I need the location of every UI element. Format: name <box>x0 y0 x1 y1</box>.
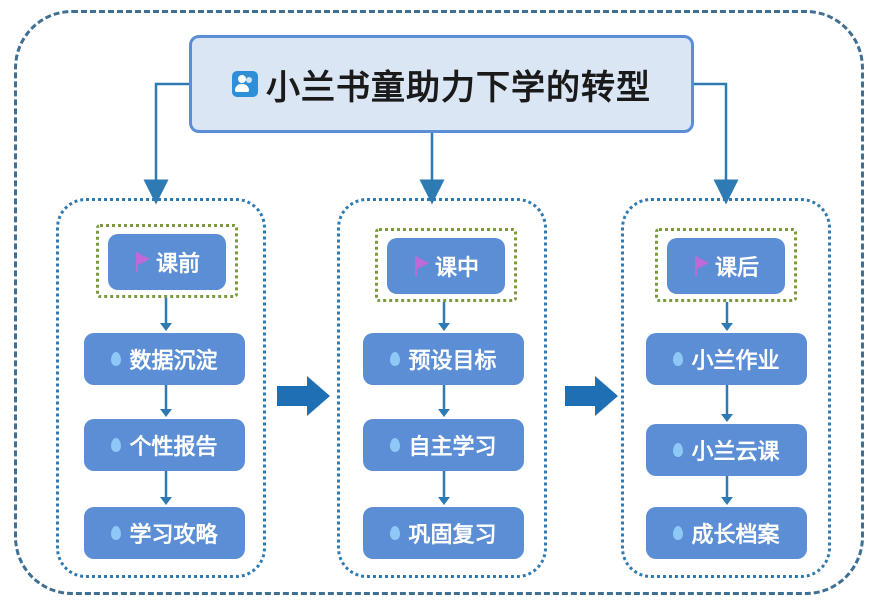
big-arrow-middle-to-right <box>565 376 618 416</box>
item-data-accumulation: 数据沉淀 <box>84 333 245 385</box>
head-frame-before <box>96 224 238 298</box>
item-label: 个性报告 <box>129 435 218 460</box>
item-label: 小兰作业 <box>691 349 780 374</box>
user-group-icon <box>232 71 258 97</box>
drop-icon <box>390 526 401 540</box>
flag-icon <box>134 252 150 272</box>
item-homework: 小兰作业 <box>646 333 807 385</box>
outer-dashed-border <box>14 10 864 595</box>
drop-icon <box>673 352 684 366</box>
drop-icon <box>111 352 122 366</box>
drop-icon <box>111 526 122 540</box>
connector-title-to-left <box>143 82 189 205</box>
item-study-guide: 学习攻略 <box>84 507 245 559</box>
inner-connector-arrowhead <box>721 497 733 505</box>
inner-connector-arrowhead <box>438 409 450 417</box>
drop-icon <box>390 438 401 452</box>
head-after-class: 课后 <box>667 238 785 294</box>
item-label: 自主学习 <box>408 435 497 460</box>
inner-connector-arrowhead <box>160 497 172 505</box>
item-growth-record: 成长档案 <box>646 507 807 559</box>
head-frame-in <box>375 228 517 302</box>
inner-connector-arrowhead <box>721 414 733 422</box>
flag-icon <box>413 256 429 276</box>
item-label: 数据沉淀 <box>129 349 218 374</box>
flag-icon <box>693 256 709 276</box>
head-in-class: 课中 <box>387 238 505 294</box>
inner-connector-arrowhead <box>160 323 172 331</box>
item-preset-goal: 预设目标 <box>363 333 524 385</box>
title-text: 小兰书童助力下学的转型 <box>266 67 651 108</box>
item-self-study: 自主学习 <box>363 419 524 471</box>
column-in-class <box>337 198 547 578</box>
big-arrow-left-to-middle <box>277 376 330 416</box>
inner-connector-arrowhead <box>721 323 733 331</box>
inner-connector-arrowhead <box>438 497 450 505</box>
item-label: 预设目标 <box>408 349 497 374</box>
item-label: 学习攻略 <box>129 523 218 548</box>
drop-icon <box>390 352 401 366</box>
head-label: 课中 <box>434 256 479 281</box>
item-personal-report: 个性报告 <box>84 419 245 471</box>
head-frame-after <box>655 228 797 302</box>
item-label: 成长档案 <box>691 523 780 548</box>
inner-connector-arrowhead <box>438 323 450 331</box>
item-label: 巩固复习 <box>408 523 497 548</box>
drop-icon <box>673 443 684 457</box>
column-before-class <box>56 198 266 578</box>
drop-icon <box>673 526 684 540</box>
item-label: 小兰云课 <box>691 440 780 465</box>
inner-connector-arrowhead <box>160 409 172 417</box>
title-box: 小兰书童助力下学的转型 <box>189 35 694 133</box>
connector-title-to-right <box>694 82 739 205</box>
item-cloud-class: 小兰云课 <box>646 424 807 476</box>
head-before-class: 课前 <box>108 234 226 290</box>
item-review: 巩固复习 <box>363 507 524 559</box>
head-label: 课前 <box>155 252 200 277</box>
drop-icon <box>111 438 122 452</box>
column-after-class <box>621 198 831 578</box>
head-label: 课后 <box>714 256 759 281</box>
